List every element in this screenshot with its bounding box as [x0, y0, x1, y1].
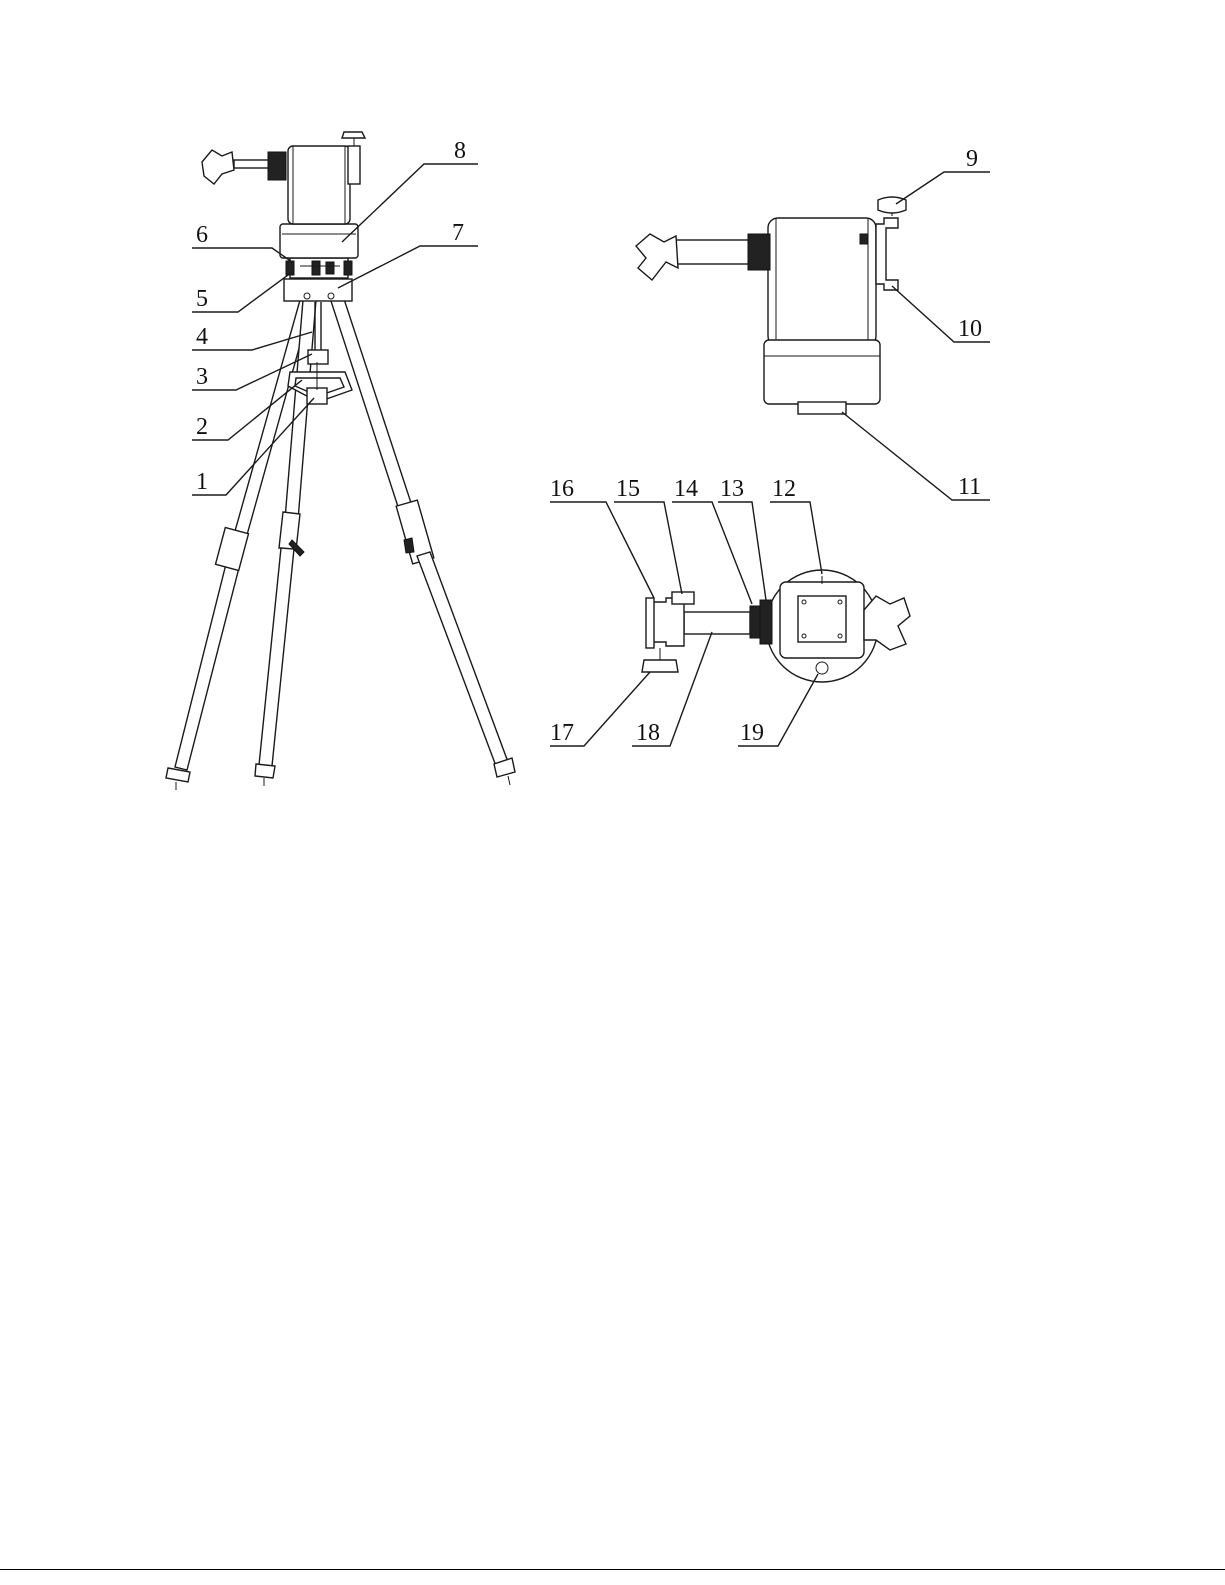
callout-1: 1: [196, 469, 208, 495]
page-bottom-rule: [0, 1569, 1225, 1570]
callout-14: 14: [674, 476, 698, 502]
callout-3: 3: [196, 364, 208, 390]
callout-8: 8: [454, 138, 466, 164]
callout-4: 4: [196, 324, 208, 350]
callout-9: 9: [966, 146, 978, 172]
tripod-head: [284, 258, 352, 301]
callout-12: 12: [772, 476, 796, 502]
mount-base: [280, 224, 358, 258]
callout-6: 6: [196, 222, 208, 248]
callout-10: 10: [958, 316, 982, 342]
callout-19: 19: [740, 720, 764, 746]
callout-15: 15: [616, 476, 640, 502]
callout-18: 18: [636, 720, 660, 746]
callout-2: 2: [196, 414, 208, 440]
callout-7: 7: [452, 220, 464, 246]
callout-13: 13: [720, 476, 744, 502]
callout-5: 5: [196, 286, 208, 312]
callout-16: 16: [550, 476, 574, 502]
callout-11: 11: [958, 474, 981, 500]
callout-17: 17: [550, 720, 574, 746]
tripod-legs: [166, 296, 515, 790]
mount-side-view: [636, 197, 906, 414]
mount-top-view: [642, 570, 910, 682]
mount-body: [202, 132, 365, 224]
